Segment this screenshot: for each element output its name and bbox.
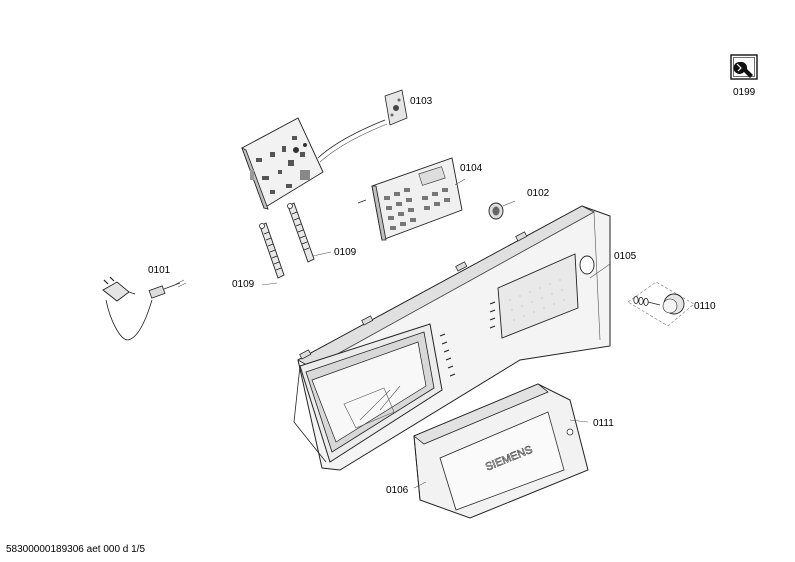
part-main-pcb (241, 117, 324, 210)
label-0102: 0102 (527, 188, 550, 199)
label-0104: 0104 (460, 163, 483, 174)
part-0109-light-guide-right (287, 202, 315, 263)
label-0109-right: 0109 (334, 247, 357, 258)
part-0110-knob (627, 281, 695, 327)
part-0111-drawer-front: SIEMENS (413, 383, 589, 519)
label-0105: 0105 (614, 251, 637, 262)
service-wrench-icon (730, 54, 758, 80)
part-0103-small-board (384, 89, 408, 126)
label-0103: 0103 (410, 96, 433, 107)
footer-document-id: 58300000189306 aet 000 d 1/5 (6, 544, 146, 555)
part-0105-fascia-panel (293, 205, 611, 471)
part-0104-control-module (357, 157, 463, 241)
part-0109-light-guide-left (259, 222, 285, 279)
label-0109-left: 0109 (232, 279, 255, 290)
part-0102-ring (488, 200, 516, 220)
part-0101-power-cord (102, 276, 187, 341)
label-0106: 0106 (386, 485, 409, 496)
label-0111: 0111 (593, 418, 614, 429)
label-0101: 0101 (148, 265, 171, 276)
label-0110: 0110 (694, 301, 716, 312)
label-0199: 0199 (733, 87, 756, 98)
